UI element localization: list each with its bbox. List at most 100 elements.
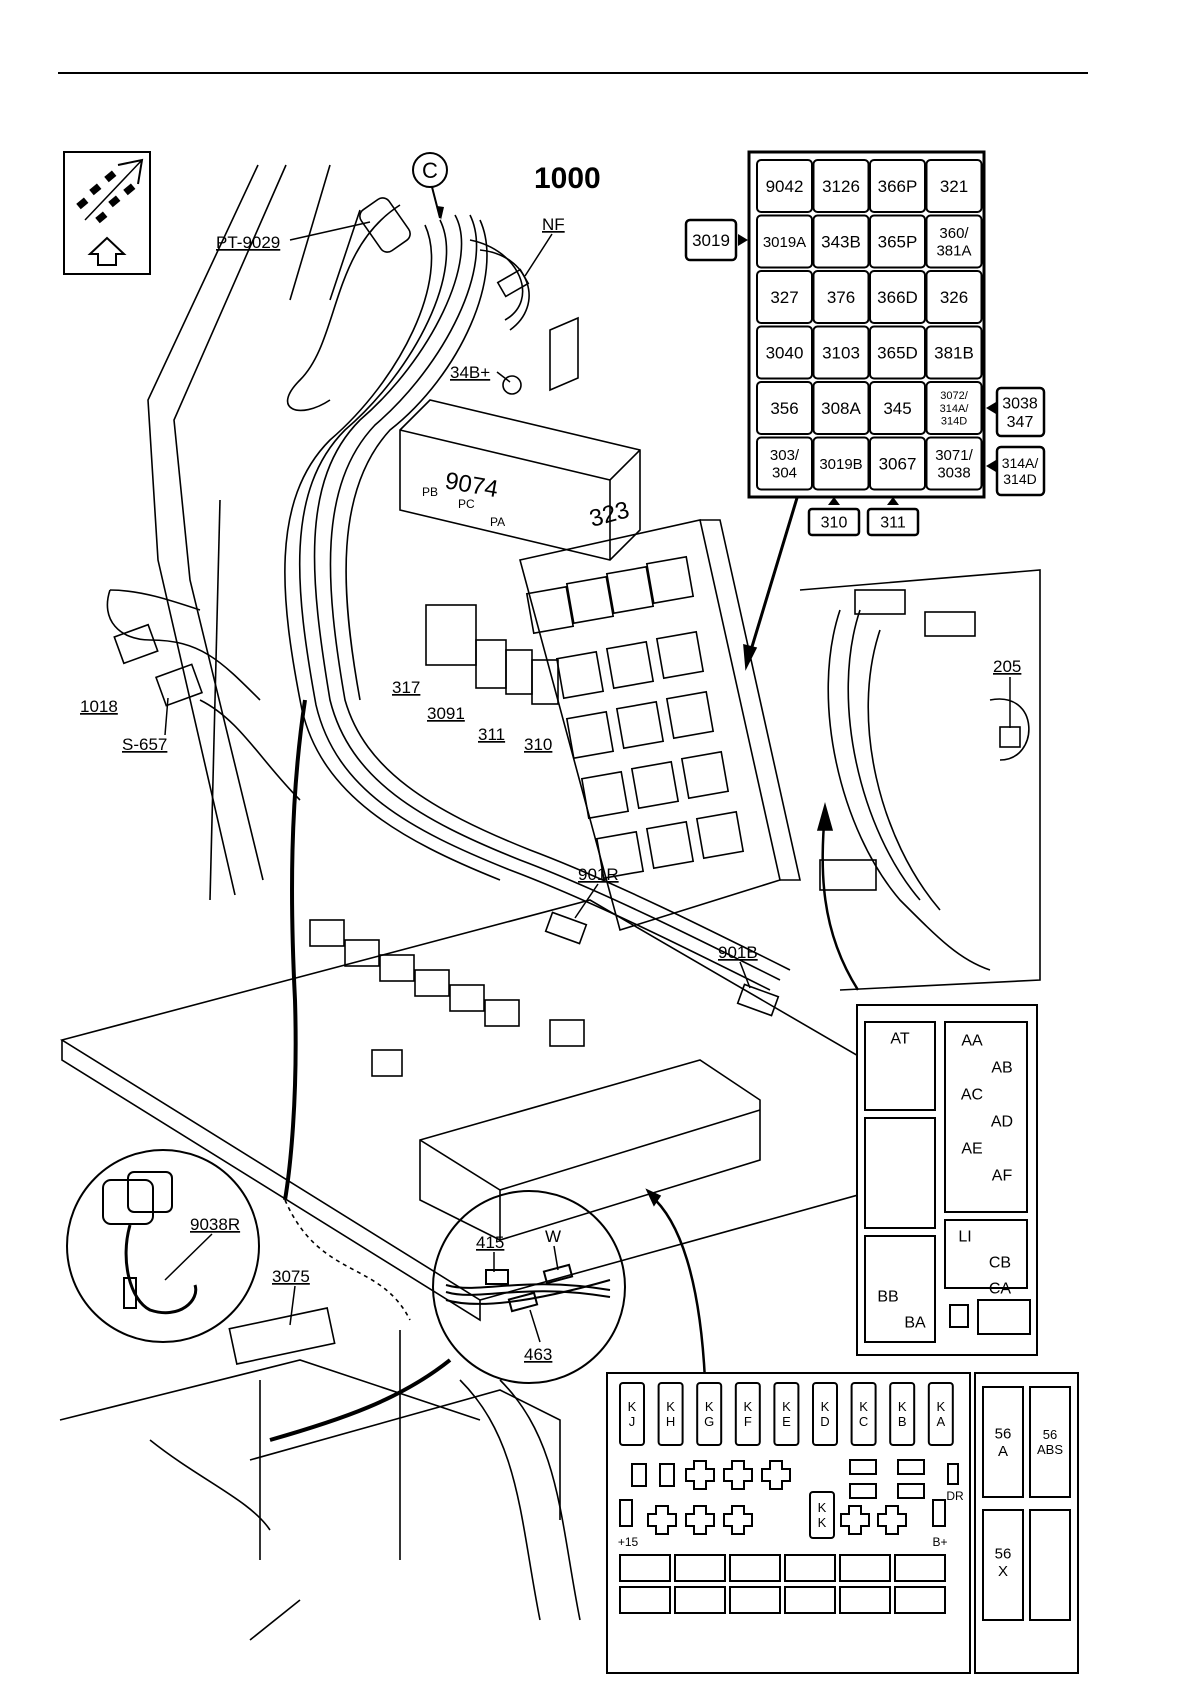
diagram-title: 1000 bbox=[534, 162, 601, 195]
relay-slot bbox=[619, 1382, 645, 1446]
fuse-slot bbox=[839, 1586, 891, 1614]
label-311: 311 bbox=[478, 725, 505, 744]
side-label-3019: 3019 bbox=[692, 231, 730, 250]
relay-grid-cell bbox=[756, 381, 813, 435]
relay-grid-cell bbox=[925, 381, 983, 435]
relay-grid-cell bbox=[869, 159, 926, 213]
relay-grid-cell-label: 3019A bbox=[763, 234, 806, 251]
relay-grid-cell-label: 345 bbox=[883, 399, 911, 418]
fuse-slot bbox=[894, 1586, 946, 1614]
fuse-label-af: AF bbox=[992, 1168, 1013, 1185]
label-415: 415 bbox=[476, 1233, 504, 1252]
fuse-label-bb: BB bbox=[877, 1289, 898, 1306]
label-w: W bbox=[545, 1227, 561, 1246]
relay-grid-cell-label: 365P bbox=[878, 232, 918, 251]
label-3075: 3075 bbox=[272, 1267, 310, 1286]
inset-connector-9038r bbox=[66, 1149, 260, 1343]
relay-grid-cell-label: 303/304 bbox=[770, 447, 800, 481]
side-box-3019 bbox=[684, 218, 738, 262]
fuse-slot bbox=[619, 1586, 671, 1614]
fuse-label-ac: AC bbox=[961, 1087, 983, 1104]
label-nf: NF bbox=[542, 215, 565, 234]
fuse-label-ad: AD bbox=[991, 1114, 1013, 1131]
relay-grid-cell bbox=[756, 325, 813, 380]
fuse-slot bbox=[894, 1554, 946, 1582]
relay-grid-cell bbox=[869, 381, 926, 435]
fuse-label-ba: BA bbox=[904, 1315, 926, 1332]
label-pa: PA bbox=[490, 515, 505, 529]
label-463: 463 bbox=[524, 1345, 552, 1364]
bottom-box-310 bbox=[807, 507, 861, 537]
relay-grid-cell bbox=[925, 270, 983, 324]
relay-grid-cell-label: 360/381A bbox=[936, 225, 971, 259]
relay-grid-cell bbox=[869, 325, 926, 380]
relay-grid-cell bbox=[812, 214, 870, 269]
bottom-label-311: 311 bbox=[880, 515, 906, 532]
label-9038r: 9038R bbox=[190, 1215, 240, 1234]
relay-grid-cell bbox=[925, 325, 983, 380]
relay-grid-cell bbox=[812, 325, 870, 380]
relay-slot bbox=[657, 1382, 684, 1446]
label-pc: PC bbox=[458, 497, 475, 511]
fuse-shape bbox=[877, 1505, 907, 1535]
relay-grid-cell-label: 3072/314A/314D bbox=[940, 390, 970, 427]
relay-slot bbox=[773, 1382, 800, 1446]
relay-grid-cell bbox=[812, 270, 870, 324]
fuse-slot bbox=[674, 1554, 726, 1582]
fuse-slot bbox=[674, 1586, 726, 1614]
bottom-panel bbox=[606, 1372, 1079, 1674]
label-s657: S-657 bbox=[122, 735, 167, 754]
fuse-panel bbox=[856, 1004, 1038, 1356]
relay-grid-cell bbox=[812, 436, 870, 491]
relay-grid-cell-label: 365D bbox=[877, 343, 918, 362]
relay-grid-cell-label: 343B bbox=[821, 232, 861, 251]
relay-slot-kk bbox=[809, 1491, 835, 1539]
fuse-slot bbox=[784, 1586, 836, 1614]
relay-slot bbox=[734, 1382, 761, 1446]
harness-drawing bbox=[59, 164, 1041, 1641]
label-dr: DR bbox=[946, 1489, 964, 1503]
inset-connector-415 bbox=[432, 1190, 626, 1384]
relay-grid-cell bbox=[925, 159, 983, 213]
fuse-shape bbox=[849, 1459, 877, 1475]
relay-grid-cell-label: 3067 bbox=[879, 454, 917, 473]
fuse-shape bbox=[897, 1459, 925, 1475]
relay-grid-cell bbox=[925, 214, 983, 269]
relay-grid-cell bbox=[812, 381, 870, 435]
relay-slot bbox=[889, 1382, 916, 1446]
relay-grid-cell bbox=[756, 159, 813, 213]
label-901r: 901R bbox=[578, 865, 619, 884]
relay-grid-cell-label: 327 bbox=[770, 288, 798, 307]
relay-slot bbox=[696, 1382, 723, 1446]
fuse-label-ca: CA bbox=[989, 1281, 1012, 1298]
fuse-shape bbox=[897, 1483, 925, 1499]
fuse-shape bbox=[849, 1483, 877, 1499]
fuse-slot bbox=[729, 1586, 781, 1614]
label-pb: PB bbox=[422, 485, 438, 499]
label-310: 310 bbox=[524, 735, 552, 754]
label-34b: 34B+ bbox=[450, 363, 490, 382]
relay-grid-cell-label: 3040 bbox=[766, 343, 804, 362]
fuse-shape bbox=[840, 1505, 870, 1535]
fuse-shape bbox=[659, 1463, 675, 1487]
relay-grid-cell bbox=[869, 270, 926, 324]
relay-grid-cell-label: 321 bbox=[940, 177, 968, 196]
fuse-shape bbox=[685, 1505, 715, 1535]
label-205: 205 bbox=[993, 657, 1021, 676]
fuse-shape bbox=[685, 1460, 715, 1490]
fuse-shape bbox=[647, 1505, 677, 1535]
fuse-slot bbox=[839, 1554, 891, 1582]
fuse-shape bbox=[761, 1460, 791, 1490]
bottom-label-310: 310 bbox=[821, 515, 848, 532]
relay-grid-cell bbox=[869, 214, 926, 269]
